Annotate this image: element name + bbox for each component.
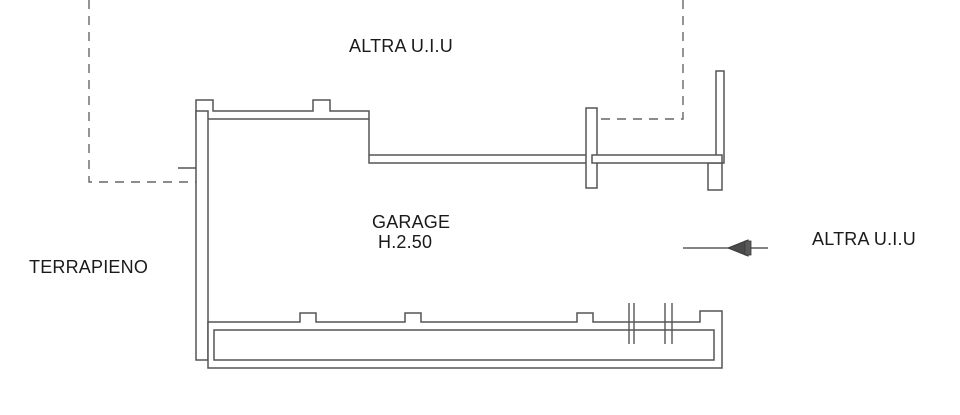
label-garage-block: GARAGE H.2.50	[372, 212, 450, 252]
pier-center-right	[585, 107, 598, 189]
wall-top	[195, 99, 593, 164]
wall-far-right	[707, 70, 725, 191]
label-terrapieno: TERRAPIENO	[29, 257, 149, 277]
pier-ticks-bottom-right	[628, 303, 673, 344]
label-garage-name: GARAGE	[372, 212, 451, 232]
property-boundary-right	[591, 0, 684, 163]
label-garage-height: H.2.50	[378, 232, 433, 253]
wall-bottom	[207, 310, 723, 369]
label-altra-uiu-right: ALTRA U.I.U	[812, 229, 916, 249]
label-altra-uiu-top: ALTRA U.I.U	[349, 36, 453, 56]
left-arrow-icon	[726, 239, 752, 257]
wall-right-horizontal	[591, 154, 723, 164]
property-boundary-left	[88, 0, 196, 183]
wall-left	[195, 110, 209, 361]
